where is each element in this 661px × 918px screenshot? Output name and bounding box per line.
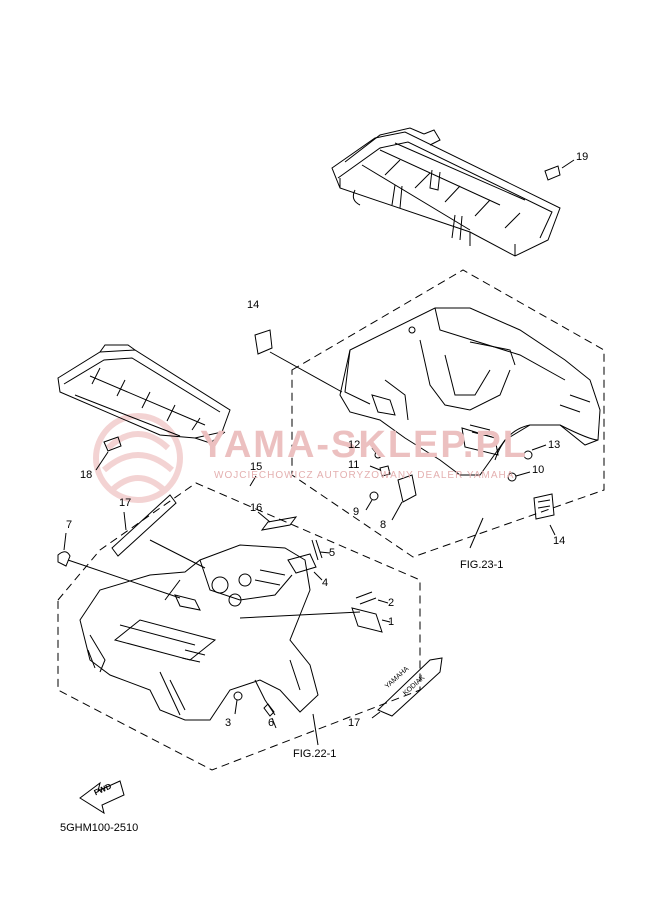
part-label-3: 3	[225, 717, 232, 729]
part-8-plate-shape	[397, 474, 417, 503]
part-5-shape	[311, 539, 323, 561]
part-label-15: 15	[250, 461, 263, 473]
part-11-shape	[379, 465, 391, 477]
part-label-8: 8	[380, 519, 387, 531]
part-7-shape	[57, 551, 71, 567]
part-label-5: 5	[329, 547, 336, 559]
part-14-upper-shape	[254, 329, 273, 355]
part-16-shape	[260, 516, 298, 531]
fig-ref-front[interactable]: FIG.22-1	[293, 748, 337, 760]
rear-fender-assembly-box	[291, 269, 605, 558]
part-label-11: 11	[348, 459, 360, 471]
part-label-6: 6	[268, 717, 275, 729]
part-label-16: 16	[250, 502, 263, 514]
part-label-12: 12	[348, 439, 361, 451]
part-2-shape	[355, 591, 377, 605]
front-fender	[79, 544, 319, 721]
rear-carrier	[331, 127, 561, 257]
part-label-17-lower: 17	[348, 717, 361, 729]
part-label-9: 9	[353, 506, 360, 518]
part-label-17-upper: 17	[119, 497, 132, 509]
part-19-label-shape	[544, 165, 561, 181]
part-label-18: 18	[80, 469, 93, 481]
part-9-shape	[369, 491, 379, 501]
part-label-4: 4	[322, 577, 329, 589]
fig-ref-rear[interactable]: FIG.23-1	[460, 559, 504, 571]
fwd-arrow-icon	[79, 780, 125, 815]
front-carrier	[57, 344, 231, 444]
part-18-label-shape	[103, 436, 122, 452]
part-label-10: 10	[532, 464, 545, 476]
front-fender-assembly-box	[57, 482, 421, 771]
part-14-lower-shape	[533, 493, 555, 520]
watermark-logo-icon	[93, 413, 183, 503]
part-6-shape	[263, 703, 275, 717]
part-label-14-upper: 14	[247, 299, 260, 311]
part-13-shape	[523, 450, 533, 460]
part-3-shape	[233, 691, 243, 701]
part-label-13: 13	[548, 439, 561, 451]
part-label-7: 7	[66, 519, 73, 531]
part-10-shape	[507, 472, 517, 482]
part-17-lower-decal	[377, 657, 443, 717]
part-1-shape	[351, 607, 383, 633]
part-12-shape	[374, 451, 382, 459]
watermark-title: YAMA-SKLEP.PL	[200, 424, 528, 466]
rear-fender	[339, 307, 601, 476]
part-label-19: 19	[576, 151, 589, 163]
part-label-1: 1	[388, 616, 395, 628]
watermark-subtitle: WOJCIECHOWICZ AUTORYZOWANY DEALER YAMAHA	[214, 470, 515, 481]
part-17-upper-decal	[111, 494, 177, 557]
diagram-code: 5GHM100-2510	[60, 822, 139, 834]
part-label-2: 2	[388, 597, 395, 609]
part-4-shape	[287, 553, 317, 574]
part-label-14-lower: 14	[553, 535, 566, 547]
